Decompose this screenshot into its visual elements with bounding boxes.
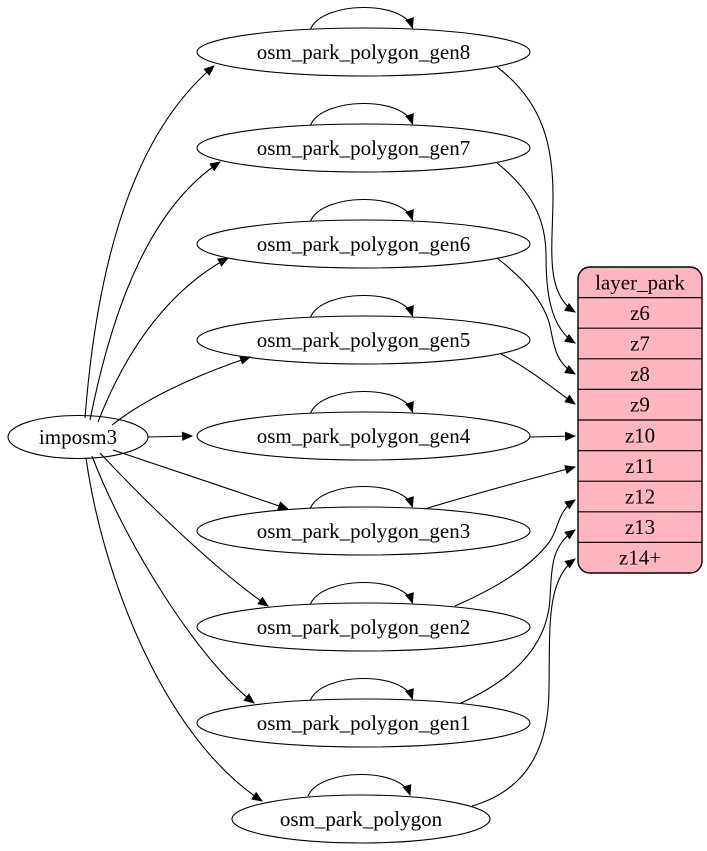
- edge-osm-park-polygon-gen4-to-layer-park-z10: [529, 431, 577, 441]
- node-layer-park: layer_park z6 z7 z8 z9 z10 z11 z12 z13 z14+: [577, 266, 703, 574]
- node-ellipse-osm-park-polygon-gen5: [196, 315, 531, 365]
- record-row-z7: z7: [630, 332, 650, 356]
- node-osm-park-polygon: osm_park_polygon: [231, 794, 491, 844]
- record-row-z9: z9: [630, 393, 650, 417]
- self-loop-osm-park-polygon: [307, 773, 412, 797]
- self-loop-osm-park-polygon-gen8: [309, 6, 414, 30]
- edge-imposm3-to-osm-park-polygon-gen7: [89, 161, 221, 421]
- self-loop-osm-park-polygon-gen2: [309, 581, 414, 605]
- node-osm-park-polygon-gen4: osm_park_polygon_gen4: [196, 411, 531, 461]
- edges-layer: [84, 6, 577, 807]
- edge-osm-park-polygon-gen5-to-layer-park-z9: [500, 353, 576, 405]
- edge-imposm3-to-osm-park-polygon-gen1: [91, 455, 255, 704]
- record-title: layer_park: [595, 270, 685, 294]
- node-osm-park-polygon-gen1: osm_park_polygon_gen1: [196, 698, 531, 748]
- node-label-osm-park-polygon-gen1: osm_park_polygon_gen1: [257, 711, 470, 735]
- node-ellipse-osm-park-polygon-gen6: [196, 219, 531, 269]
- node-label-osm-park-polygon-gen3: osm_park_polygon_gen3: [257, 519, 470, 543]
- self-loop-osm-park-polygon-gen6: [309, 198, 414, 222]
- edge-osm-park-polygon-gen8-to-layer-park-z6: [496, 66, 576, 313]
- record-row-z10: z10: [625, 423, 655, 447]
- node-label-osm-park-polygon-gen6: osm_park_polygon_gen6: [257, 232, 470, 256]
- record-row-z14plus: z14+: [619, 546, 661, 570]
- self-loop-osm-park-polygon-gen5: [309, 294, 414, 318]
- record-row-z8: z8: [630, 362, 650, 386]
- node-osm-park-polygon-gen5: osm_park_polygon_gen5: [196, 315, 531, 365]
- edge-osm-park-polygon-gen7-to-layer-park-z7: [496, 162, 576, 344]
- node-ellipse-osm-park-polygon-gen8: [196, 27, 531, 77]
- edge-osm-park-polygon-to-layer-park-z14plus: [471, 558, 576, 807]
- self-loop-osm-park-polygon-gen1: [309, 677, 414, 701]
- node-ellipse-osm-park-polygon: [231, 794, 491, 844]
- node-imposm3: imposm3: [7, 414, 149, 460]
- node-osm-park-polygon-gen2: osm_park_polygon_gen2: [196, 602, 531, 652]
- edge-osm-park-polygon-gen1-to-layer-park-z13: [460, 529, 576, 704]
- node-ellipse-osm-park-polygon-gen1: [196, 698, 531, 748]
- node-osm-park-polygon-gen3: osm_park_polygon_gen3: [196, 506, 531, 556]
- self-loop-osm-park-polygon-gen3: [309, 485, 414, 509]
- record-row-z13: z13: [625, 515, 655, 539]
- edge-imposm3-to-osm-park-polygon-gen5: [111, 355, 252, 426]
- node-osm-park-polygon-gen7: osm_park_polygon_gen7: [196, 123, 531, 173]
- edge-imposm3-to-osm-park-polygon-gen3: [112, 449, 290, 511]
- edge-imposm3-to-osm-park-polygon-gen6: [97, 257, 229, 423]
- node-label-imposm3: imposm3: [39, 425, 117, 449]
- edge-osm-park-polygon-gen2-to-layer-park-z12: [454, 499, 576, 607]
- node-ellipse-osm-park-polygon-gen3: [196, 506, 531, 556]
- node-label-osm-park-polygon: osm_park_polygon: [280, 807, 443, 831]
- node-osm-park-polygon-gen6: osm_park_polygon_gen6: [196, 219, 531, 269]
- edge-imposm3-to-osm-park-polygon-gen4: [147, 431, 194, 441]
- record-row-z11: z11: [625, 454, 655, 478]
- node-osm-park-polygon-gen8: osm_park_polygon_gen8: [196, 27, 531, 77]
- edge-imposm3-to-osm-park-polygon-gen8: [84, 65, 215, 419]
- edge-osm-park-polygon-gen6-to-layer-park-z8: [496, 257, 576, 375]
- edge-osm-park-polygon-gen3-to-layer-park-z11: [424, 465, 577, 510]
- record-row-z6: z6: [630, 301, 650, 325]
- edge-imposm3-to-osm-park-polygon-gen2: [99, 452, 269, 607]
- node-label-osm-park-polygon-gen5: osm_park_polygon_gen5: [257, 328, 470, 352]
- node-label-osm-park-polygon-gen8: osm_park_polygon_gen8: [257, 40, 470, 64]
- record-row-z12: z12: [625, 485, 655, 509]
- node-ellipse-osm-park-polygon-gen7: [196, 123, 531, 173]
- node-ellipse-osm-park-polygon-gen2: [196, 602, 531, 652]
- node-label-osm-park-polygon-gen4: osm_park_polygon_gen4: [257, 424, 471, 448]
- nodes-layer: osm_park_polygon_gen8 osm_park_polygon_ge…: [7, 27, 703, 844]
- node-label-osm-park-polygon-gen7: osm_park_polygon_gen7: [257, 136, 470, 160]
- self-loop-osm-park-polygon-gen7: [309, 102, 414, 126]
- edge-imposm3-to-osm-park-polygon: [85, 457, 263, 802]
- node-label-osm-park-polygon-gen2: osm_park_polygon_gen2: [257, 615, 470, 639]
- node-ellipse-osm-park-polygon-gen4: [196, 411, 531, 461]
- self-loop-osm-park-polygon-gen4: [309, 390, 414, 414]
